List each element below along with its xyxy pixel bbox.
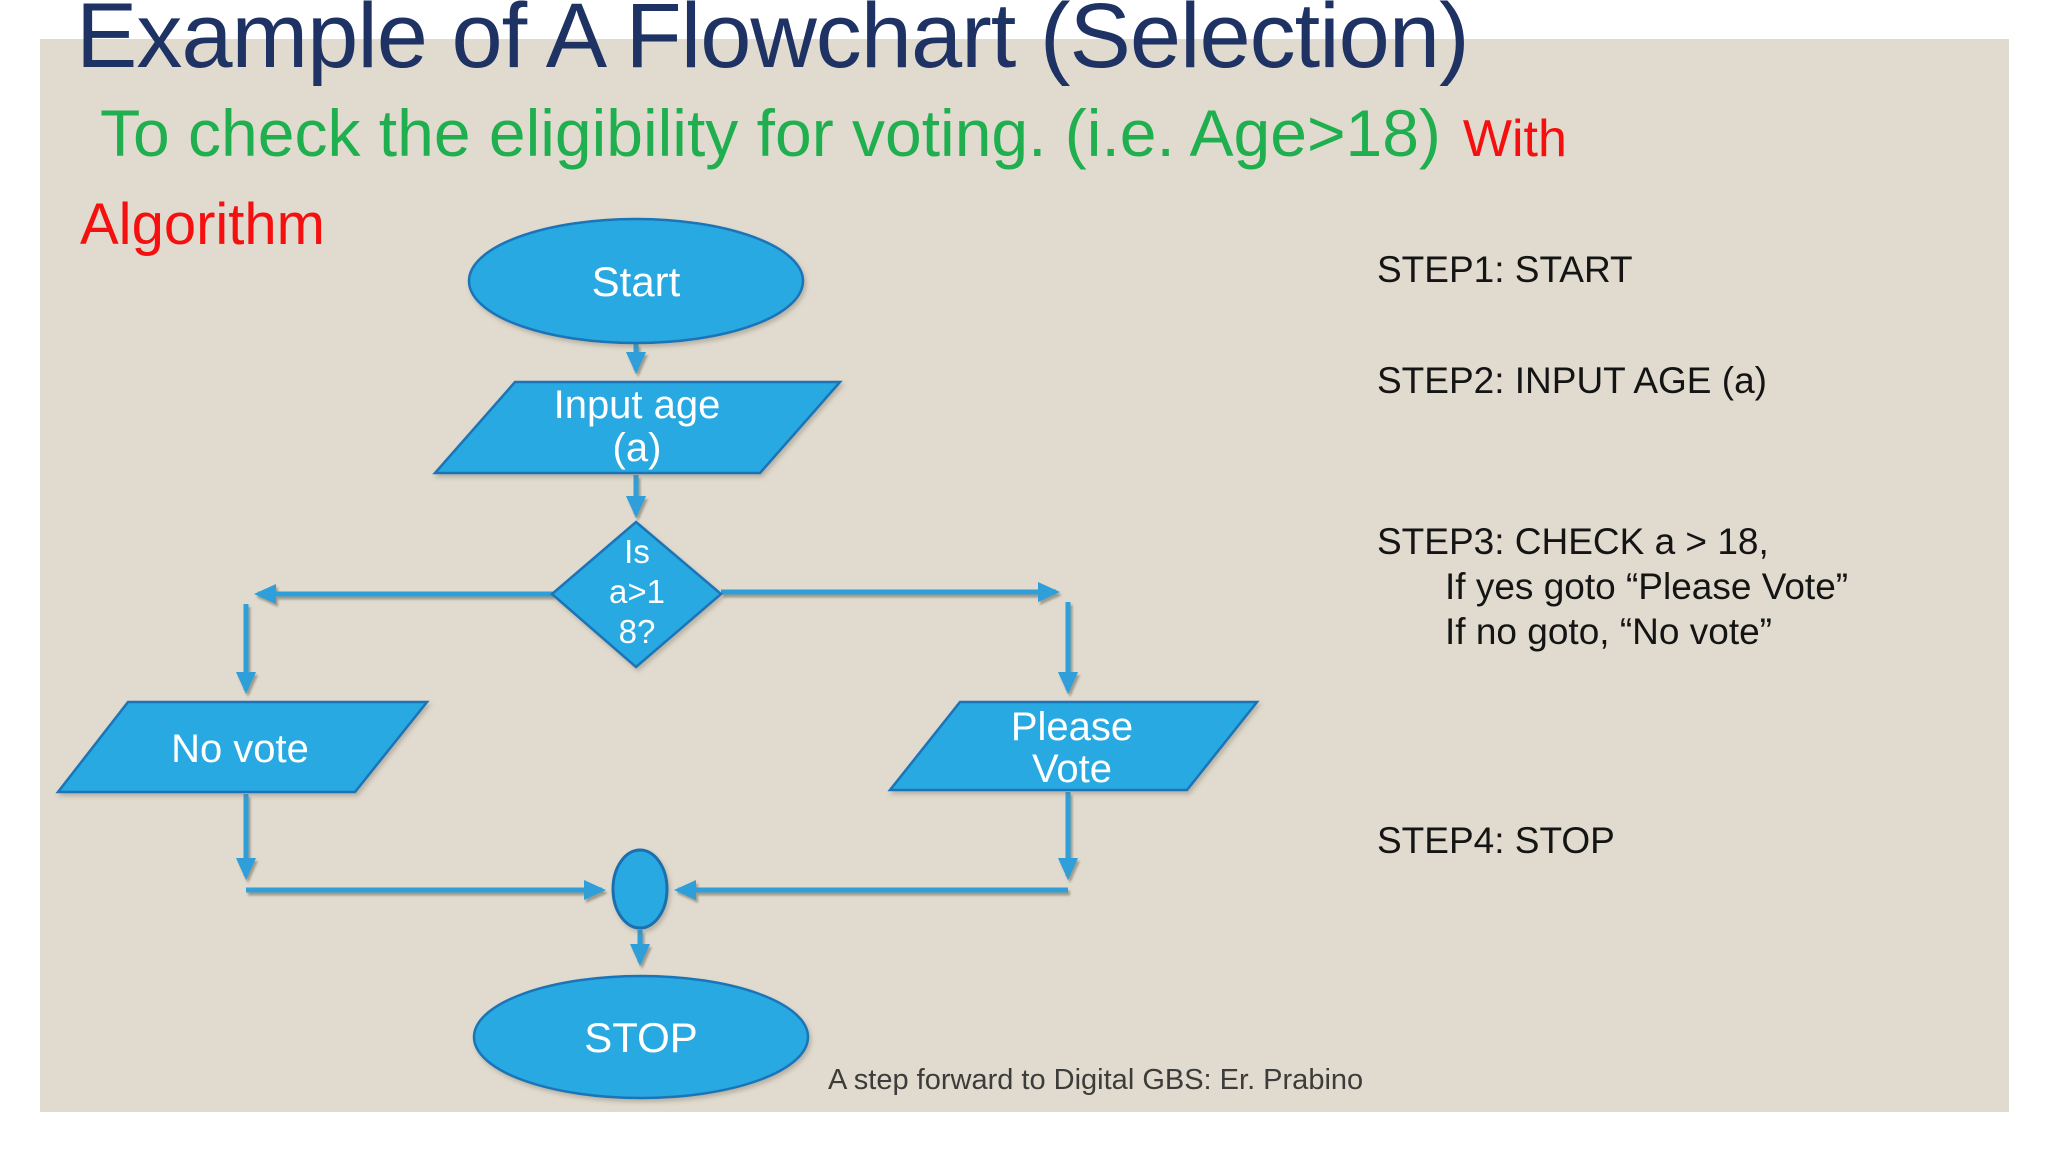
step2-text: STEP2: INPUT AGE (a) (1377, 360, 1767, 401)
junction-connector-circle (611, 848, 669, 930)
no-vote-label: No vote (171, 727, 309, 771)
step1-text: STEP1: START (1377, 249, 1633, 290)
decision-label-line3: 8? (619, 613, 656, 650)
input-age-label-line2: (a) (613, 426, 662, 470)
step3-no-text: If no goto, “No vote” (1445, 611, 1773, 652)
start-label: Start (592, 258, 681, 305)
flow-connectors (236, 344, 1078, 966)
decision-label-line2: a>1 (609, 573, 665, 610)
step3-text: STEP3: CHECK a > 18, (1377, 521, 1769, 562)
please-vote-label-line2: Vote (1032, 747, 1112, 791)
subtitle-green-text: To check the eligibility for voting. (i.… (100, 96, 1441, 170)
flow-shapes: Start Input age (a) Is a>1 8? No vote Pl… (55, 217, 1260, 1100)
input-age-parallelogram (432, 380, 843, 475)
step3-block: STEP3: CHECK a > 18, If yes goto “Please… (1377, 519, 1848, 654)
decision-label-line1: Is (624, 533, 650, 570)
slide-footer: A step forward to Digital GBS: Er. Prabi… (828, 1064, 1364, 1096)
step3-yes-text: If yes goto “Please Vote” (1445, 566, 1849, 607)
subtitle-algorithm-text: Algorithm (80, 192, 325, 257)
slide-title: Example of A Flowchart (Selection) (76, 0, 1470, 87)
slide-background (40, 39, 2009, 1112)
subtitle-with-text: With (1462, 110, 1567, 168)
please-vote-label-line1: Please (1011, 705, 1133, 749)
no-vote-parallelogram (55, 700, 430, 794)
stop-label: STOP (584, 1014, 698, 1061)
decision-diamond (550, 520, 723, 669)
slide-subtitle: To check the eligibility for voting. (i.… (100, 100, 1567, 166)
input-age-label-line1: Input age (554, 383, 721, 427)
please-vote-parallelogram (887, 700, 1260, 792)
step4-text: STEP4: STOP (1377, 820, 1615, 861)
start-terminator-shape (467, 217, 805, 345)
stop-terminator-shape (472, 974, 810, 1100)
